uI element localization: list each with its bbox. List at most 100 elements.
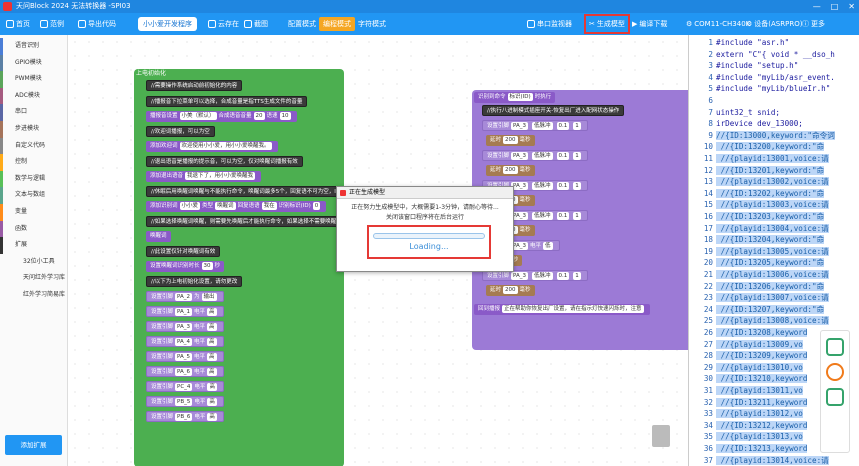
config-mode-button[interactable]: 配置模式 — [288, 20, 316, 28]
code-line[interactable]: 28 //{ID:13209,keyword — [689, 350, 859, 361]
sidebar-item-ir-simple[interactable]: 红外学习简易库 — [23, 290, 66, 298]
sidebar-item-functions[interactable]: 函数 — [0, 220, 67, 238]
code-line[interactable]: 15 //{playid:13003,voice:请 — [689, 199, 859, 210]
code-line[interactable]: 5#include "myLib/blueIr.h" — [689, 83, 859, 94]
sidebar-item-pwm[interactable]: PWM模块 — [0, 71, 67, 88]
sidebar-item-text-array[interactable]: 文本与数组 — [0, 187, 67, 204]
voice-dropdown[interactable]: 小美（默认） — [179, 112, 217, 120]
code-line[interactable]: 13 //{playid:13002,voice:请 — [689, 176, 859, 187]
pin-dropdown[interactable]: PA_1 — [175, 308, 192, 316]
sidebar-item-ir-learning[interactable]: 天问红外学习库 — [23, 274, 66, 282]
generate-model-button[interactable]: ✂生成模型 — [584, 14, 630, 34]
trash-icon[interactable] — [652, 425, 670, 447]
comment-block[interactable]: //需要操作系统启动前初始化的内容 — [146, 80, 243, 91]
pin-dropdown[interactable]: PA_4 — [175, 338, 192, 346]
code-line[interactable]: 31 //{playid:13011,vo — [689, 385, 859, 396]
add-keyword-block[interactable]: 添加识别词小小爱类型唤醒词回复语语我在识别标识(ID)0 — [146, 201, 327, 212]
code-line[interactable]: 17 //{playid:13004,voice:请 — [689, 223, 859, 234]
pin-dropdown[interactable]: PA_6 — [175, 368, 192, 376]
code-line[interactable]: 4#include "myLib/asr_event. — [689, 72, 859, 83]
code-line[interactable]: 24 //{ID:13207,keyword:"命 — [689, 304, 859, 315]
code-line[interactable]: 32 //{ID:13211,keyword — [689, 397, 859, 408]
sidebar-item-speech[interactable]: 语音识别 — [0, 38, 67, 55]
code-line[interactable]: 21 //{playid:13006,voice:请 — [689, 269, 859, 280]
comment-block[interactable]: //执行八进制模式插座开关-恢复出厂进入配网状态操作 — [482, 105, 625, 116]
examples-button[interactable]: 范例 — [40, 17, 64, 31]
block-mode-button[interactable]: 编程模式 — [319, 17, 355, 31]
sidebar-item-stepper[interactable]: 步进模块 — [0, 120, 67, 138]
code-line[interactable]: 29 //{playid:13010,vo — [689, 362, 859, 373]
port-select[interactable]: ⚙COM11-CH340K — [686, 17, 750, 31]
code-line[interactable]: 23 //{playid:13007,voice:请 — [689, 292, 859, 303]
comment-block[interactable]: //此设置仅针对唤醒词有效 — [146, 246, 221, 257]
sidebar-item-32bit-tools[interactable]: 32位小工具 — [23, 257, 55, 265]
serial-monitor-button[interactable]: 串口监视器 — [527, 17, 572, 31]
welcome-block[interactable]: 添加欢迎词欢迎使用小小爱，用小小爱唤醒我。 — [146, 141, 278, 152]
level-dropdown[interactable]: 高 — [207, 323, 217, 331]
cloud-save-button[interactable]: 云存在 — [208, 17, 239, 31]
sidebar-item-custom-code[interactable]: 自定义代码 — [0, 137, 67, 155]
code-line[interactable]: 26 //{ID:13208,keyword — [689, 327, 859, 338]
code-line[interactable]: 25 //{playid:13008,voice:请 — [689, 315, 859, 326]
exit-voice-block[interactable]: 添加退出语音我退下了，用小小爱唤醒我 — [146, 171, 262, 182]
volume-field[interactable]: 20 — [253, 112, 265, 120]
comment-block[interactable]: //退出语音是播报的提示音，可以为空，仅对唤醒词播报有效 — [146, 156, 303, 167]
level-dropdown[interactable]: 高 — [207, 413, 217, 421]
sidebar-item-extensions[interactable]: 扩展 — [0, 237, 67, 254]
program-tab[interactable]: 小小爱开发程序 — [138, 17, 197, 31]
sidebar-item-control[interactable]: 控制 — [0, 154, 67, 171]
code-line[interactable]: 34 //{ID:13212,keyword — [689, 420, 859, 431]
char-mode-button[interactable]: 字符模式 — [358, 20, 386, 28]
level-dropdown[interactable]: 高 — [207, 308, 217, 316]
device-select[interactable]: ⚙设备(ASRPRO) — [746, 17, 802, 31]
code-line[interactable]: 20 //{ID:13205,keyword:"命 — [689, 257, 859, 268]
qrcode-icon[interactable] — [826, 388, 844, 406]
pin-dropdown[interactable]: PA_3 — [175, 323, 192, 331]
code-line[interactable]: 16 //{ID:13203,keyword:"命 — [689, 211, 859, 222]
network-icon[interactable] — [826, 363, 844, 381]
home-button[interactable]: 首页 — [6, 17, 30, 31]
comment-block[interactable]: //以下为上电初始化设置，请勿更改 — [146, 276, 243, 287]
pin-dropdown[interactable]: PA_5 — [175, 353, 192, 361]
screenshot-button[interactable]: 截图 — [244, 17, 268, 31]
maximize-button[interactable]: □ — [830, 2, 839, 11]
sidebar-item-variables[interactable]: 变量 — [0, 203, 67, 221]
code-line[interactable]: 18 //{ID:13204,keyword:"命 — [689, 234, 859, 245]
code-line[interactable]: 35 //{playid:13013,vo — [689, 431, 859, 442]
code-line[interactable]: 37 //{playid:13014,voice:请 — [689, 455, 859, 466]
pin-dropdown[interactable]: PB_6 — [175, 413, 193, 421]
code-line[interactable]: 9//{ID:13000,keyword:"命令词 — [689, 130, 859, 141]
code-line[interactable]: 27 //{playid:13009,vo — [689, 339, 859, 350]
sidebar-item-serial[interactable]: 串口 — [0, 104, 67, 121]
minimize-button[interactable]: — — [812, 2, 821, 11]
level-dropdown[interactable]: 高 — [207, 338, 217, 346]
pin-dropdown[interactable]: PB_5 — [175, 398, 193, 406]
code-line[interactable]: 11 //{playid:13001,voice:请 — [689, 153, 859, 164]
sidebar-item-math-logic[interactable]: 数学与逻辑 — [0, 170, 67, 188]
code-line[interactable]: 3#include "setup.h" — [689, 60, 859, 71]
comment-block[interactable]: //播报音下拉菜单可以选择，合成音量是指TTS生成文件的音量 — [146, 96, 308, 107]
level-dropdown[interactable]: 高 — [207, 368, 217, 376]
export-code-button[interactable]: 导出代码 — [78, 17, 116, 31]
code-line[interactable]: 30 //{ID:13210,keyword — [689, 373, 859, 384]
code-line[interactable]: 10 //{ID:13200,keyword:"命 — [689, 141, 859, 152]
code-line[interactable]: 22 //{ID:13206,keyword:"命 — [689, 281, 859, 292]
code-line[interactable]: 33 //{playid:13012,vo — [689, 408, 859, 419]
exit-text-field[interactable]: 我退下了，用小小爱唤醒我 — [185, 172, 256, 180]
share-icon[interactable] — [826, 338, 844, 356]
code-line[interactable]: 6 — [689, 95, 859, 106]
